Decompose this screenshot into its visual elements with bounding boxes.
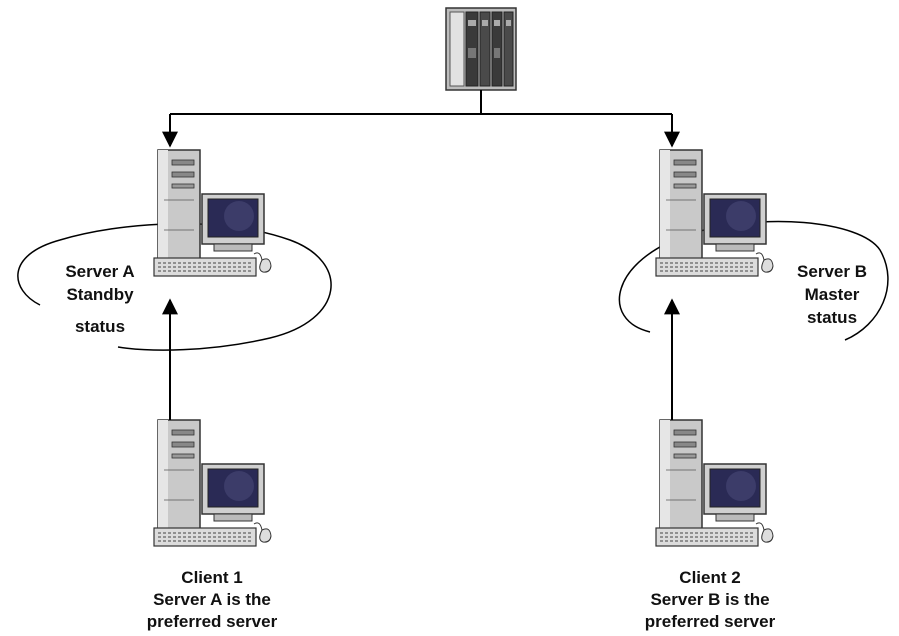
server-b-status: Master xyxy=(805,285,860,304)
server-a-status-ellipse xyxy=(17,223,332,351)
server-a-computer-icon xyxy=(153,149,272,277)
plc-connection-lines xyxy=(162,90,680,148)
client-2-name: Client 2 xyxy=(679,568,740,587)
client-2-label: Client 2 Server B is the preferred serve… xyxy=(645,568,776,631)
server-b-name: Server B xyxy=(797,262,867,281)
client-1-label: Client 1 Server A is the preferred serve… xyxy=(147,568,278,631)
client-1-preferred-line1: Server A is the xyxy=(153,590,271,609)
client-connection-lines xyxy=(162,298,680,420)
server-a-status: Standby xyxy=(66,285,134,304)
server-a-label: Server A Standby status xyxy=(65,262,134,336)
client-1-name: Client 1 xyxy=(181,568,242,587)
server-a-status-word: status xyxy=(75,317,125,336)
client-1-preferred-line2: preferred server xyxy=(147,612,278,631)
server-b-computer-icon xyxy=(655,149,774,277)
client-2-computer-icon xyxy=(655,419,774,547)
server-b-status-word: status xyxy=(807,308,857,327)
client-1-computer-icon xyxy=(153,419,272,547)
plc-rack-icon xyxy=(445,7,517,91)
server-b-label: Server B Master status xyxy=(797,262,867,327)
server-a-name: Server A xyxy=(65,262,134,281)
server-b-status-ellipse xyxy=(618,220,889,341)
client-2-preferred-line1: Server B is the xyxy=(650,590,769,609)
client-2-preferred-line2: preferred server xyxy=(645,612,776,631)
